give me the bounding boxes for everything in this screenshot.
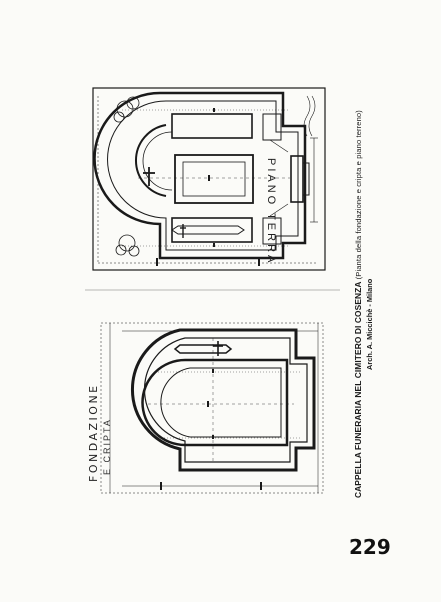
plan-label-piano-terra: PIANO TERRA (265, 158, 277, 266)
plan-label-fondazione: FONDAZIONE (87, 383, 100, 482)
caption-architect: Arch. A. Miccichè - Milano (365, 278, 374, 370)
dimension-marks (156, 108, 262, 490)
page-number: 229 (349, 535, 391, 559)
plan-fondazione-cripta (100, 322, 324, 494)
caption-subtitle: (Pianta della fondazione e cripta e pian… (354, 110, 363, 280)
caption-title: CAPPELLA FUNERARIA NEL CIMITERO DI COSEN… (353, 281, 363, 498)
caption-main: CAPPELLA FUNERARIA NEL CIMITERO DI COSEN… (353, 110, 363, 498)
plan-label-cripta: E CRIPTA (102, 418, 112, 475)
plan-piano-terra (92, 87, 326, 271)
